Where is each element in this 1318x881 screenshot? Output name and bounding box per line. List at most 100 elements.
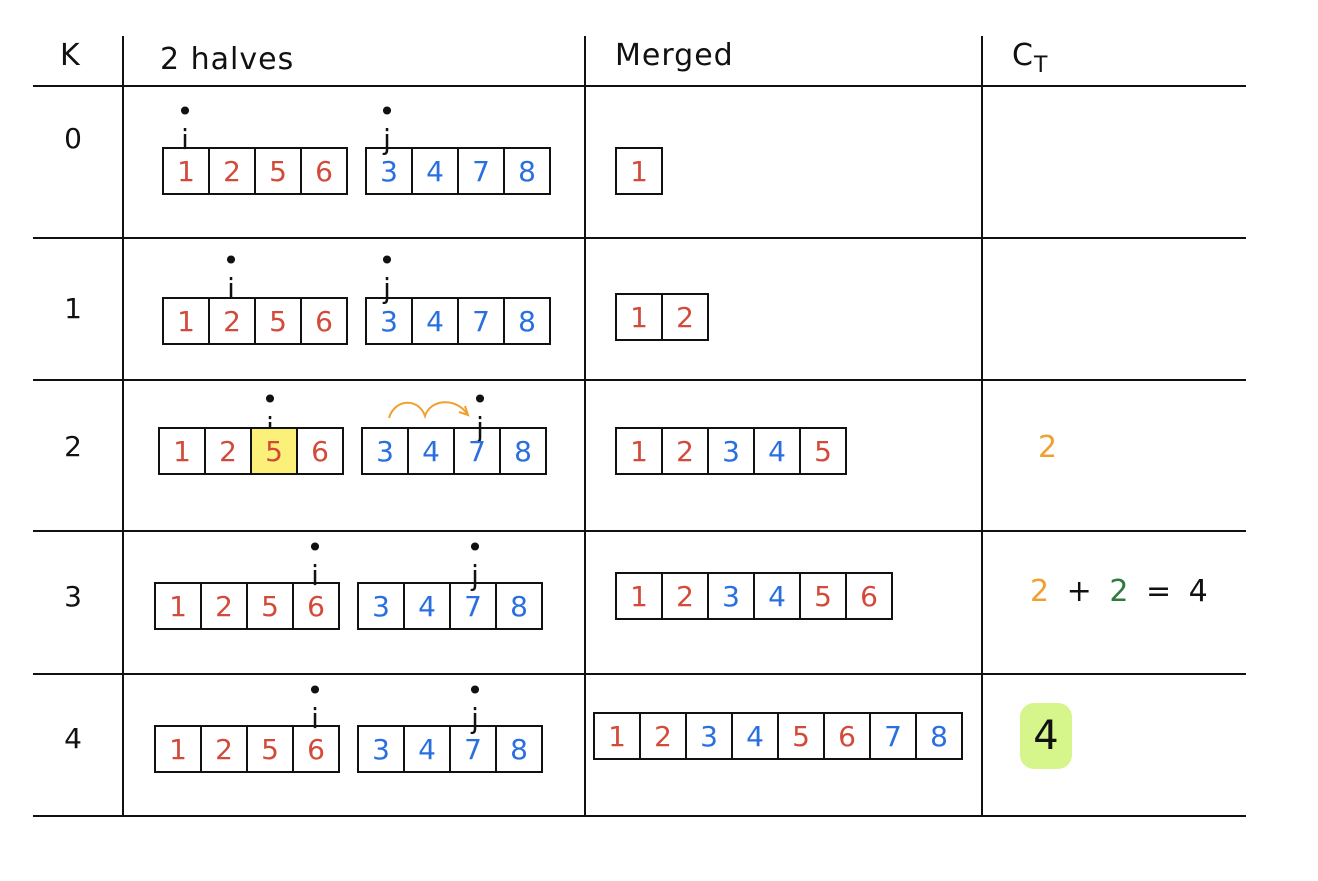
array-cell: 3 (365, 147, 413, 195)
array-cell: 2 (200, 725, 248, 773)
ct-result: 4 (1188, 574, 1208, 609)
left-half: 1 2 5 6 (162, 297, 348, 345)
ct-expression: 2 + 2 = 4 (1030, 574, 1208, 609)
ct-final-value: 4 (1020, 703, 1072, 769)
ct-term: 2 (1109, 574, 1129, 609)
array-cell: 7 (869, 712, 917, 760)
column-divider (122, 36, 124, 816)
array-cell: 6 (296, 427, 344, 475)
array-cell: 2 (208, 147, 256, 195)
array-cell: 4 (753, 572, 801, 620)
pointer-i: •i (176, 95, 194, 156)
array-cell: 3 (357, 725, 405, 773)
array-cell: 6 (300, 147, 348, 195)
array-cell: 5 (799, 572, 847, 620)
array-cell: 5 (254, 147, 302, 195)
array-cell: 1 (162, 297, 210, 345)
array-cell: 4 (411, 147, 459, 195)
ct-plus: + (1066, 574, 1092, 609)
row-divider (33, 530, 1246, 532)
array-cell: 3 (357, 582, 405, 630)
array-cell: 2 (200, 582, 248, 630)
array-cell: 5 (799, 427, 847, 475)
array-cell: 1 (162, 147, 210, 195)
array-cell: 7 (449, 582, 497, 630)
array-cell: 3 (361, 427, 409, 475)
array-cell: 3 (365, 297, 413, 345)
array-cell: 8 (499, 427, 547, 475)
k-value: 4 (64, 722, 82, 755)
array-cell: 1 (615, 147, 663, 195)
k-value: 0 (64, 122, 82, 155)
row-divider (33, 237, 1246, 239)
header-k: K (60, 38, 81, 73)
pointer-j: •j (378, 95, 396, 156)
highlighted-cell: 5 (250, 427, 298, 475)
header-merged: Merged (615, 38, 734, 73)
array-cell: 5 (254, 297, 302, 345)
right-half: 3 4 7 8 (365, 147, 551, 195)
array-cell: 4 (403, 725, 451, 773)
left-half: 1 2 5 6 (158, 427, 344, 475)
pointer-j: •j (466, 531, 484, 592)
array-cell: 1 (158, 427, 206, 475)
row-divider (33, 673, 1246, 675)
array-cell: 7 (449, 725, 497, 773)
merged-array: 1 2 3 4 5 6 7 8 (593, 712, 963, 760)
column-divider (981, 36, 983, 816)
pointer-jump-arrow (388, 401, 470, 420)
header-ct-sub: T (1033, 53, 1049, 78)
array-cell: 7 (457, 147, 505, 195)
ct-value: 2 (1038, 430, 1058, 465)
right-half: 3 4 7 8 (361, 427, 547, 475)
header-ct-main: C (1012, 38, 1034, 73)
merged-array: 1 2 (615, 293, 709, 341)
array-cell: 2 (661, 427, 709, 475)
array-cell: 8 (495, 582, 543, 630)
header-ct: CT (1012, 38, 1048, 78)
k-value: 3 (64, 580, 82, 613)
array-cell: 2 (204, 427, 252, 475)
merged-array: 1 2 3 4 5 6 (615, 572, 893, 620)
array-cell: 8 (495, 725, 543, 773)
array-cell: 1 (154, 582, 202, 630)
array-cell: 7 (453, 427, 501, 475)
array-cell: 2 (208, 297, 256, 345)
ct-equals: = (1145, 574, 1172, 609)
right-half: 3 4 7 8 (365, 297, 551, 345)
array-cell: 5 (246, 725, 294, 773)
array-cell: 4 (411, 297, 459, 345)
array-cell: 5 (777, 712, 825, 760)
merged-array: 1 2 3 4 5 (615, 427, 847, 475)
header-halves: 2 halves (160, 42, 295, 77)
array-cell: 4 (731, 712, 779, 760)
array-cell: 6 (300, 297, 348, 345)
array-cell: 4 (403, 582, 451, 630)
array-cell: 6 (292, 725, 340, 773)
array-cell: 4 (753, 427, 801, 475)
array-cell: 3 (685, 712, 733, 760)
array-cell: 2 (639, 712, 687, 760)
right-half: 3 4 7 8 (357, 725, 543, 773)
array-cell: 7 (457, 297, 505, 345)
array-cell: 1 (615, 427, 663, 475)
array-cell: 6 (845, 572, 893, 620)
array-cell: 4 (407, 427, 455, 475)
array-cell: 8 (503, 297, 551, 345)
array-cell: 1 (615, 293, 663, 341)
pointer-j: •j (378, 244, 396, 305)
k-value: 2 (64, 430, 82, 463)
array-cell: 8 (915, 712, 963, 760)
array-cell: 1 (154, 725, 202, 773)
column-divider (584, 36, 586, 816)
array-cell: 1 (593, 712, 641, 760)
array-cell: 6 (823, 712, 871, 760)
array-cell: 3 (707, 427, 755, 475)
array-cell: 6 (292, 582, 340, 630)
row-divider (33, 85, 1246, 87)
array-cell: 1 (615, 572, 663, 620)
pointer-i: •i (222, 244, 240, 305)
row-divider (33, 815, 1246, 817)
array-cell: 2 (661, 293, 709, 341)
